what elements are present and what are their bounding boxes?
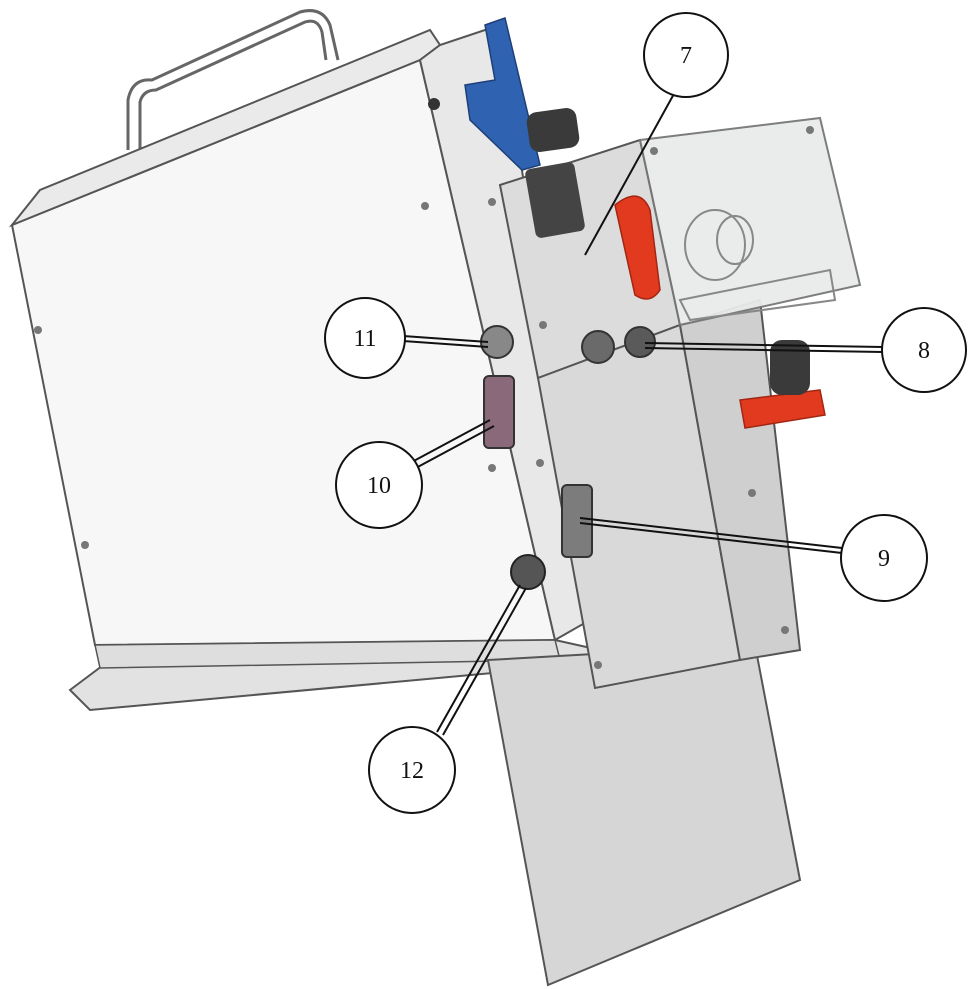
leader-9: [579, 517, 843, 554]
side-connector: [483, 375, 515, 449]
leader-12: [436, 584, 527, 736]
blue-bracket: [464, 17, 541, 171]
red-lever-upper: [614, 195, 661, 300]
db-connector: [561, 484, 593, 558]
callout-7: 7: [643, 12, 729, 98]
black-knob-right: [770, 340, 810, 395]
knob-left: [581, 330, 615, 364]
top-clamp: [525, 162, 585, 238]
leader-10: [409, 419, 495, 470]
knob-right: [624, 326, 656, 358]
callout-7-label: 7: [680, 43, 692, 69]
callout-9-label: 9: [878, 546, 890, 572]
leader-11: [402, 335, 489, 348]
callout-8-label: 8: [918, 338, 930, 364]
callout-10-label: 10: [367, 473, 391, 499]
screws: [34, 98, 814, 669]
callout-12: 12: [368, 726, 456, 814]
translucent-cover: [638, 116, 862, 327]
cover-mechanism: [678, 209, 837, 322]
callout-9: 9: [840, 514, 928, 602]
housing-top: [8, 28, 442, 228]
power-socket: [510, 554, 546, 590]
leader-8: [644, 342, 884, 353]
carry-handle: [126, 9, 340, 150]
leader-lines: [402, 91, 884, 736]
callout-11-label: 11: [353, 326, 376, 352]
callout-12-label: 12: [400, 758, 424, 784]
callout-11: 11: [324, 297, 406, 379]
black-cylinder: [526, 108, 580, 152]
callout-8: 8: [881, 307, 967, 393]
callout-10: 10: [335, 441, 423, 529]
leader-7: [584, 91, 676, 256]
tilt-plate: [486, 643, 802, 987]
